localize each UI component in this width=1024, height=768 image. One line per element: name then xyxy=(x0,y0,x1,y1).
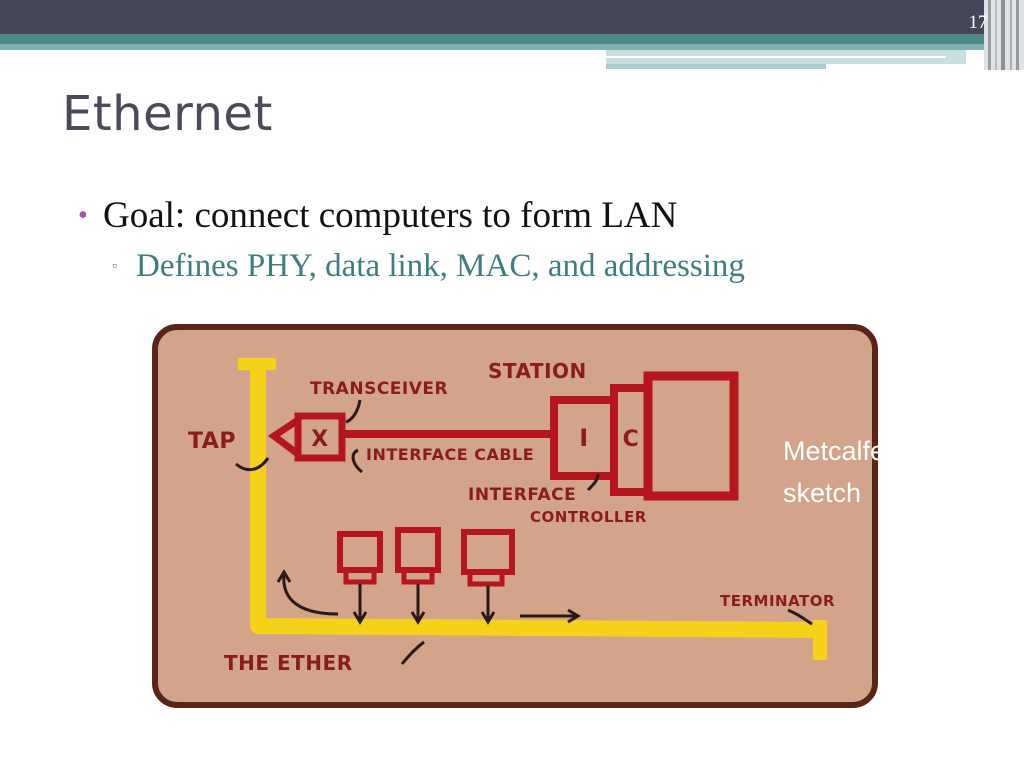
slide-number: 17 xyxy=(968,12,988,33)
station-small-3-base xyxy=(467,569,505,587)
interface-i-label: I xyxy=(579,424,588,452)
header-band-line xyxy=(606,56,946,58)
label-interface-controller-2: CONTROLLER xyxy=(530,508,647,526)
label-station: STATION xyxy=(488,359,587,383)
figure-caption-line-2: sketch xyxy=(783,478,862,508)
sub-bullet-text: Defines PHY, data link, MAC, and address… xyxy=(136,248,745,284)
station-small-1-base xyxy=(343,567,377,585)
station-small-2-base xyxy=(401,567,435,585)
ether-cable xyxy=(250,368,825,638)
figure-caption-line-1: Metcalfe xyxy=(783,436,878,466)
bullet-dot-icon: • xyxy=(78,200,88,231)
label-terminator: TERMINATOR xyxy=(720,592,835,610)
arrow-curve-left xyxy=(276,569,339,616)
controller-pointer xyxy=(586,473,600,492)
header-band-light xyxy=(0,44,1000,50)
label-transceiver: TRANSCEIVER xyxy=(310,379,448,399)
ether-label-pointer xyxy=(400,640,425,665)
arrow-down-3 xyxy=(480,586,496,625)
label-interface-controller-1: INTERFACE xyxy=(468,485,576,505)
arrow-down-1 xyxy=(352,584,368,625)
header-band xyxy=(0,34,1024,44)
header-band-accent xyxy=(606,64,826,69)
terminator-pointer xyxy=(787,608,813,626)
label-the-ether: THE ETHER xyxy=(224,651,353,675)
tap-pointer xyxy=(235,457,270,472)
transceiver-pointer xyxy=(345,399,362,424)
header-stripes xyxy=(984,0,1024,70)
figure-caption: Metcalfe sketch xyxy=(783,430,878,510)
controller-c-label: C xyxy=(623,427,640,452)
ethernet-sketch-figure: X I C STATION TRANSCEIVER TAP INTERFACE … xyxy=(152,324,878,708)
sub-bullet-square-icon: ▫ xyxy=(112,259,117,274)
slide-title: Ethernet xyxy=(62,86,273,142)
bullet-text: Goal: connect computers to form LAN xyxy=(103,195,678,236)
label-tap: TAP xyxy=(188,429,236,454)
interface-cable-pointer xyxy=(351,448,363,474)
header-bar xyxy=(0,0,1024,34)
label-interface-cable: INTERFACE CABLE xyxy=(366,445,534,464)
arrow-right xyxy=(520,608,581,624)
sketch-arrows xyxy=(235,399,813,665)
transceiver-x-label: X xyxy=(311,427,328,452)
sketch-background xyxy=(152,324,878,708)
arrow-down-2 xyxy=(410,584,426,625)
